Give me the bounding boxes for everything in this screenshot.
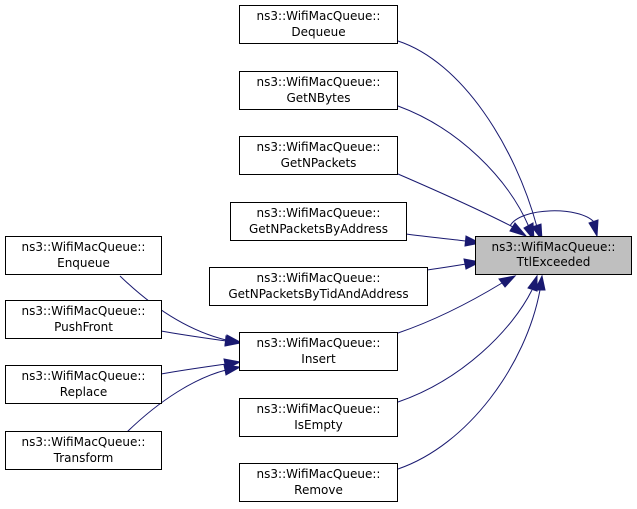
node-getnpacketsbyaddress-line2: GetNPacketsByAddress [249,222,388,236]
edge-insert-to-ttlexceeded [397,275,517,334]
edge-getnpacketsbytidandaddress-to-ttlexceeded [426,258,482,271]
node-pushfront-line1: ns3::WifiMacQueue:: [22,304,146,318]
edge-transform-to-insert [126,364,242,433]
node-pushfront[interactable]: ns3::WifiMacQueue:: PushFront [5,300,162,339]
node-getnbytes-line2: GetNBytes [286,91,350,105]
node-transform[interactable]: ns3::WifiMacQueue:: Transform [5,431,162,470]
node-ttlexceeded-line1: ns3::WifiMacQueue:: [492,240,616,254]
node-dequeue[interactable]: ns3::WifiMacQueue:: Dequeue [239,5,398,44]
node-insert-line2: Insert [301,352,336,366]
node-getnpackets-line1: ns3::WifiMacQueue:: [257,140,381,154]
node-getnbytes-line1: ns3::WifiMacQueue:: [257,75,381,89]
node-getnpackets[interactable]: ns3::WifiMacQueue:: GetNPackets [239,136,398,175]
edge-isempty-to-ttlexceeded [397,274,538,403]
node-remove[interactable]: ns3::WifiMacQueue:: Remove [239,463,398,502]
node-getnpacketsbytidandaddress[interactable]: ns3::WifiMacQueue:: GetNPacketsByTidAndA… [209,267,428,306]
node-isempty[interactable]: ns3::WifiMacQueue:: IsEmpty [239,398,398,437]
node-insert[interactable]: ns3::WifiMacQueue:: Insert [239,332,398,371]
node-transform-line1: ns3::WifiMacQueue:: [22,435,146,449]
node-pushfront-line2: PushFront [54,320,113,334]
node-remove-line2: Remove [294,483,343,497]
node-dequeue-line1: ns3::WifiMacQueue:: [257,9,381,23]
node-replace-line1: ns3::WifiMacQueue:: [22,369,146,383]
edge-getnpackets-to-ttlexceeded [397,173,528,237]
node-enqueue-line2: Enqueue [57,256,110,270]
edge-remove-to-ttlexceeded [397,274,546,470]
node-isempty-line1: ns3::WifiMacQueue:: [257,402,381,416]
node-remove-line1: ns3::WifiMacQueue:: [257,467,381,481]
node-insert-line1: ns3::WifiMacQueue:: [257,336,381,350]
node-enqueue-line1: ns3::WifiMacQueue:: [22,240,146,254]
node-ttlexceeded-line2: TtlExceeded [516,255,591,269]
node-getnpacketsbyaddress[interactable]: ns3::WifiMacQueue:: GetNPacketsByAddress [230,202,407,241]
node-getnpacketsbyaddress-line1: ns3::WifiMacQueue:: [257,206,381,220]
node-getnpacketsbytidandaddress-line2: GetNPacketsByTidAndAddress [228,287,408,301]
node-getnbytes[interactable]: ns3::WifiMacQueue:: GetNBytes [239,71,398,110]
node-replace[interactable]: ns3::WifiMacQueue:: Replace [5,365,162,404]
node-getnpacketsbytidandaddress-line1: ns3::WifiMacQueue:: [257,271,381,285]
edge-pushfront-to-insert [160,330,242,347]
edge-getnbytes-to-ttlexceeded [397,105,535,242]
node-isempty-line2: IsEmpty [294,418,343,432]
edge-getnpacketsbyaddress-to-ttlexceeded [405,233,482,247]
node-ttlexceeded[interactable]: ns3::WifiMacQueue:: TtlExceeded [475,236,632,275]
edge-ttlexceeded-self-loop [509,210,599,238]
node-enqueue[interactable]: ns3::WifiMacQueue:: Enqueue [5,236,162,275]
node-getnpackets-line2: GetNPackets [281,156,357,170]
node-dequeue-line2: Dequeue [291,25,345,39]
node-transform-line2: Transform [53,451,114,465]
node-replace-line2: Replace [60,385,107,399]
